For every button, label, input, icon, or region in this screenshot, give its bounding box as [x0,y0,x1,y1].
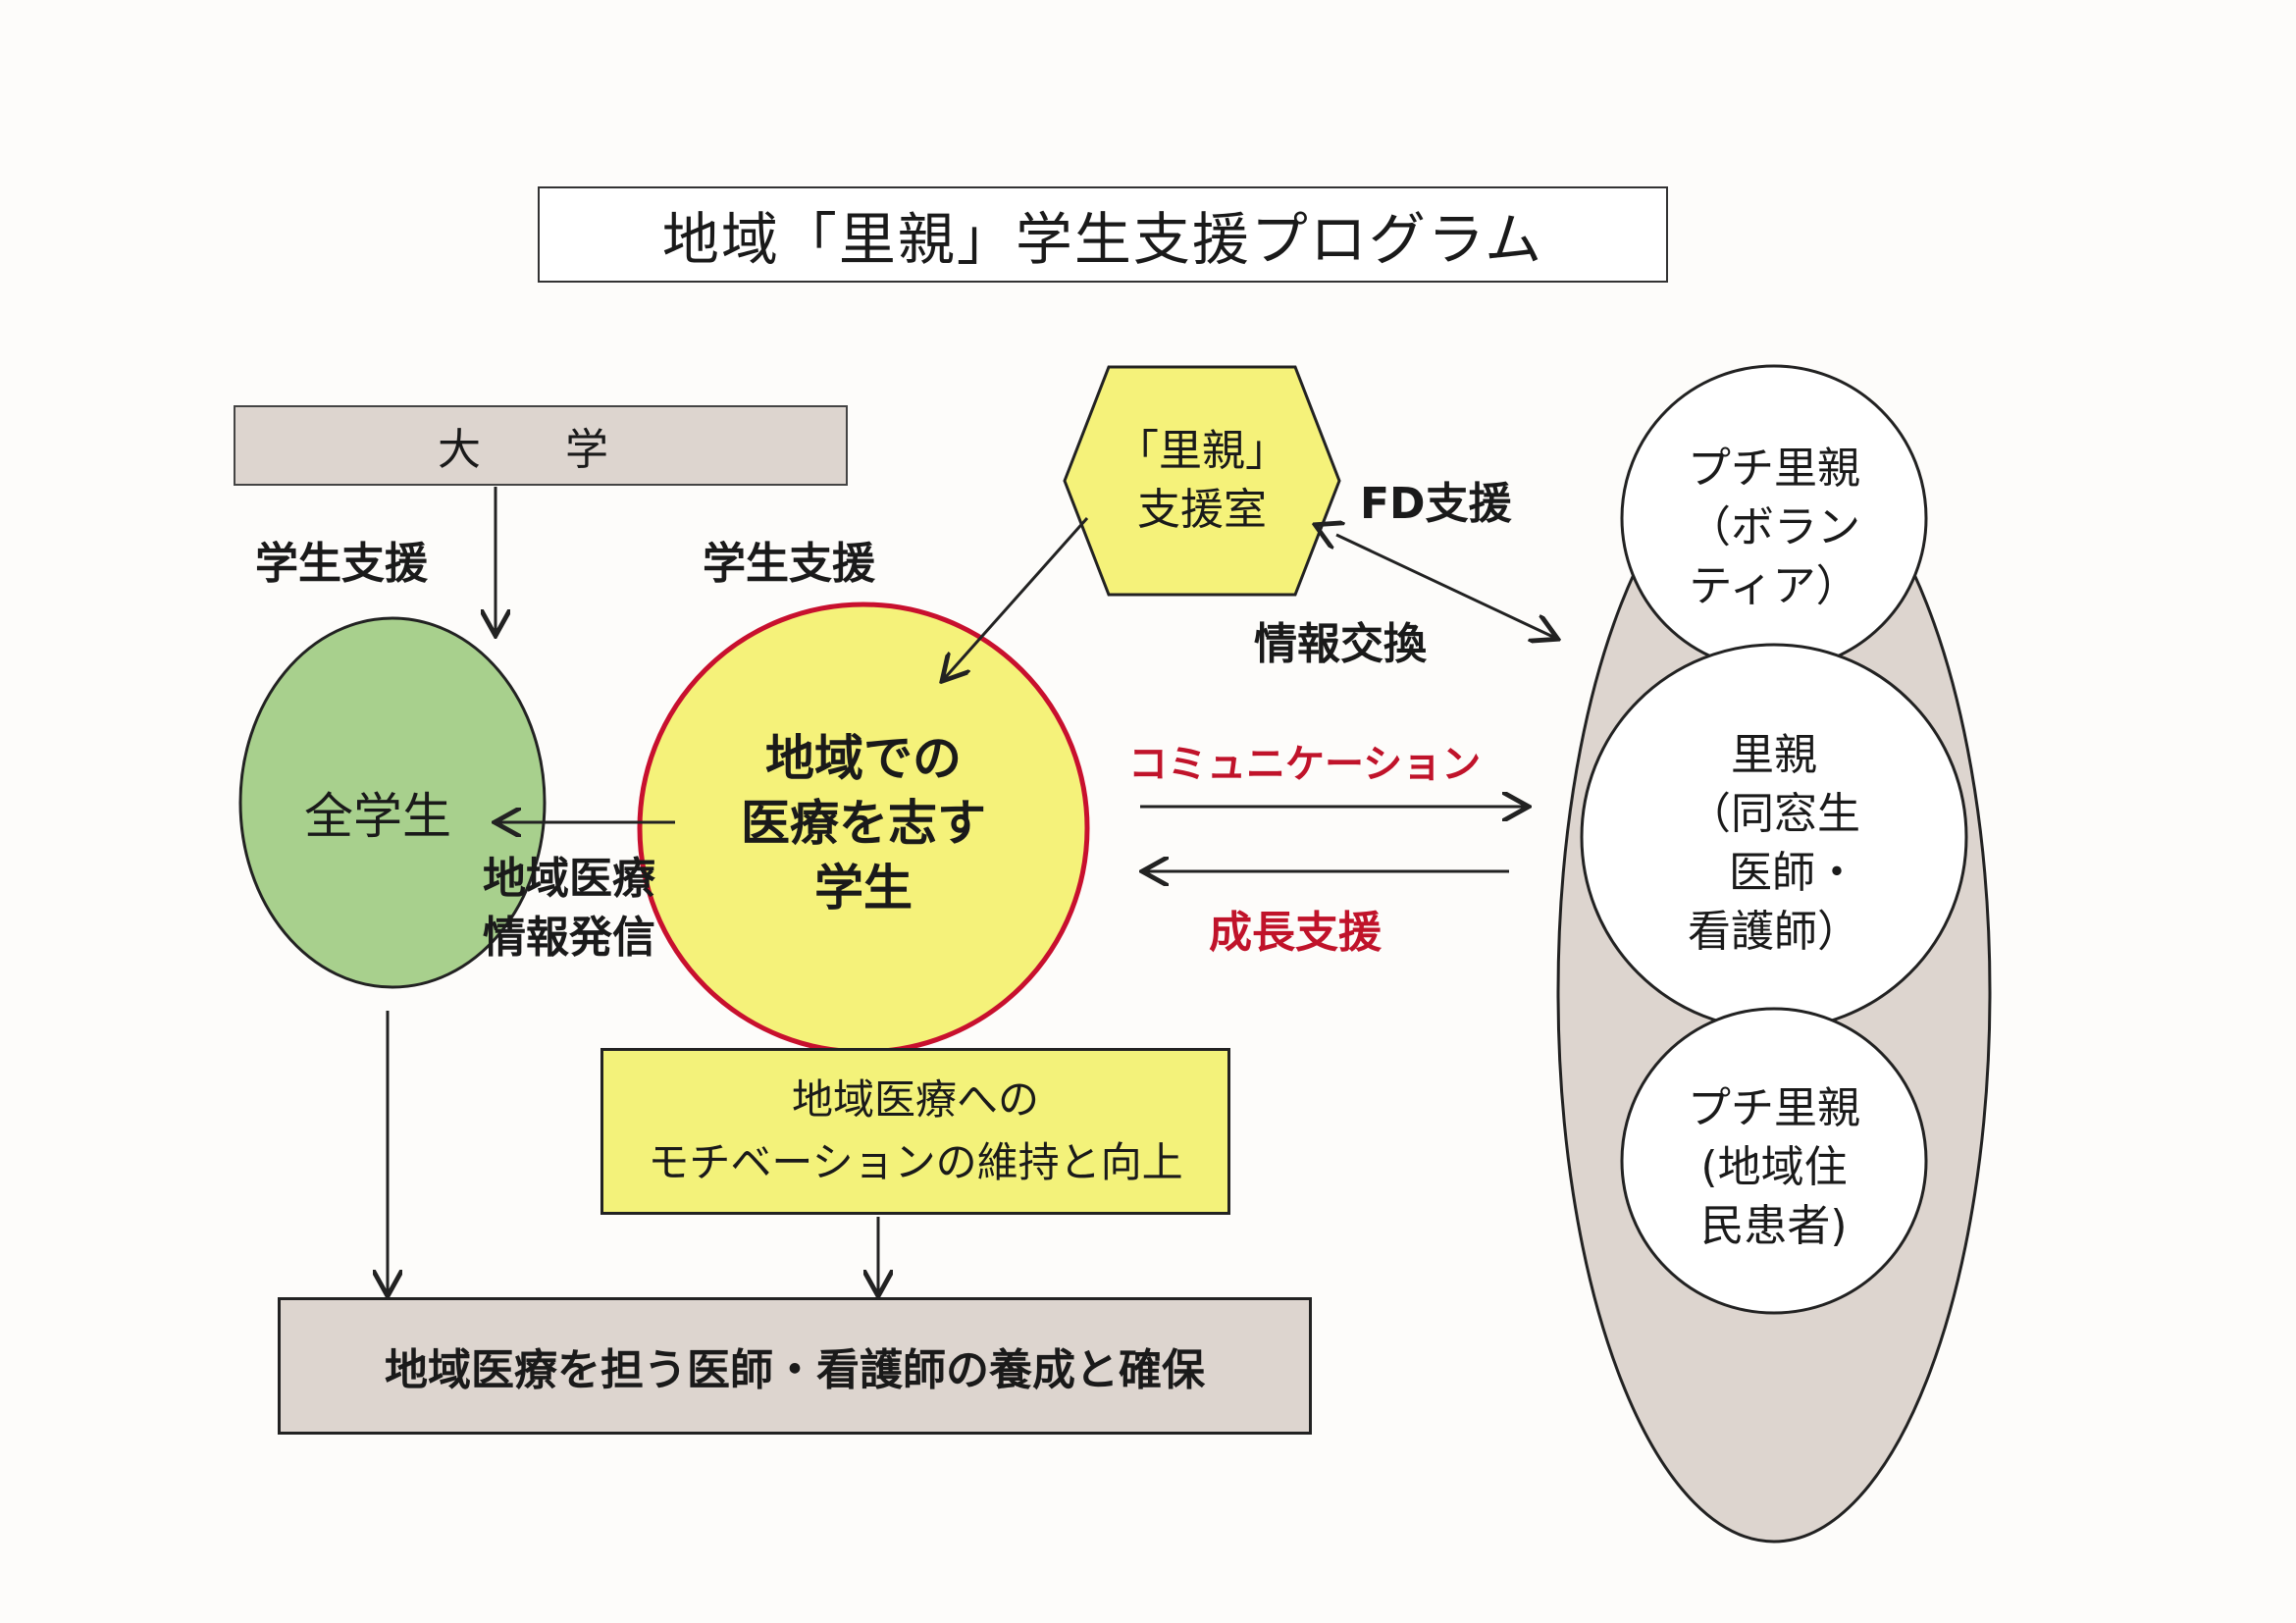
target-student-text: 地域での 医療を志す 学生 [687,726,1040,920]
satooya-alumni-text: 里親 （同窓生 医師・ 看護師） [1637,726,1911,962]
regional-info-line2: 情報発信 [483,913,655,963]
university-box: 大 学 [234,405,848,486]
support-office-line2: 支援室 [1137,485,1267,535]
support-office-line1: 「里親」 [1116,426,1288,476]
petit-satooya-resident-circle [1620,1007,1928,1315]
volunteer-line1: プチ里親 [1688,444,1860,494]
goal-box: 地域医療を担う医師・看護師の養成と確保 [278,1297,1312,1435]
regional-info-label: 地域医療 情報発信 [461,850,677,968]
petit-satooya-resident-text: プチ里親 (地域住 民患者) [1637,1079,1911,1256]
motivation-line1: 地域医療への [791,1075,1039,1124]
growth-support-label: 成長支援 [1209,908,1382,958]
program-title: 地域「里親」学生支援プログラム [538,186,1668,283]
fd-support-label: FD支援 [1360,479,1512,529]
motivation-line2: モチベーションの維持と向上 [648,1138,1183,1186]
resident-line2: (地域住 [1700,1142,1848,1192]
motivation-box: 地域医療への モチベーションの維持と向上 [600,1048,1230,1215]
volunteer-line2: （ボラン [1688,502,1860,552]
student-support-left-label: 学生支援 [255,539,428,589]
support-office-text: 「里親」 支援室 [1089,422,1315,540]
alumni-line3: 医師・ [1729,848,1858,898]
student-support-center-label: 学生支援 [703,539,875,589]
resident-line1: プチ里親 [1688,1083,1860,1133]
arrow-office-to-student [944,517,1089,679]
regional-info-line1: 地域医療 [483,854,655,904]
communication-label: コミュニケーション [1128,742,1482,787]
support-office-hexagon [1063,365,1341,597]
alumni-line1: 里親 [1731,730,1817,780]
target-student-line3: 学生 [814,860,913,916]
arrow-info-exchange [1336,535,1555,638]
info-exchange-label: 情報交換 [1254,619,1427,669]
resident-line3: 民患者) [1700,1201,1848,1251]
all-students-label: 全学生 [304,788,451,845]
target-student-line2: 医療を志す [741,795,986,852]
volunteer-line3: ティア） [1689,561,1859,611]
target-student-line1: 地域での [765,730,962,787]
alumni-line4: 看護師） [1688,907,1860,957]
alumni-line2: （同窓生 [1688,789,1860,839]
petit-satooya-volunteer-text: プチ里親 （ボラン ティア） [1637,440,1911,616]
all-students-ellipse [238,616,547,989]
